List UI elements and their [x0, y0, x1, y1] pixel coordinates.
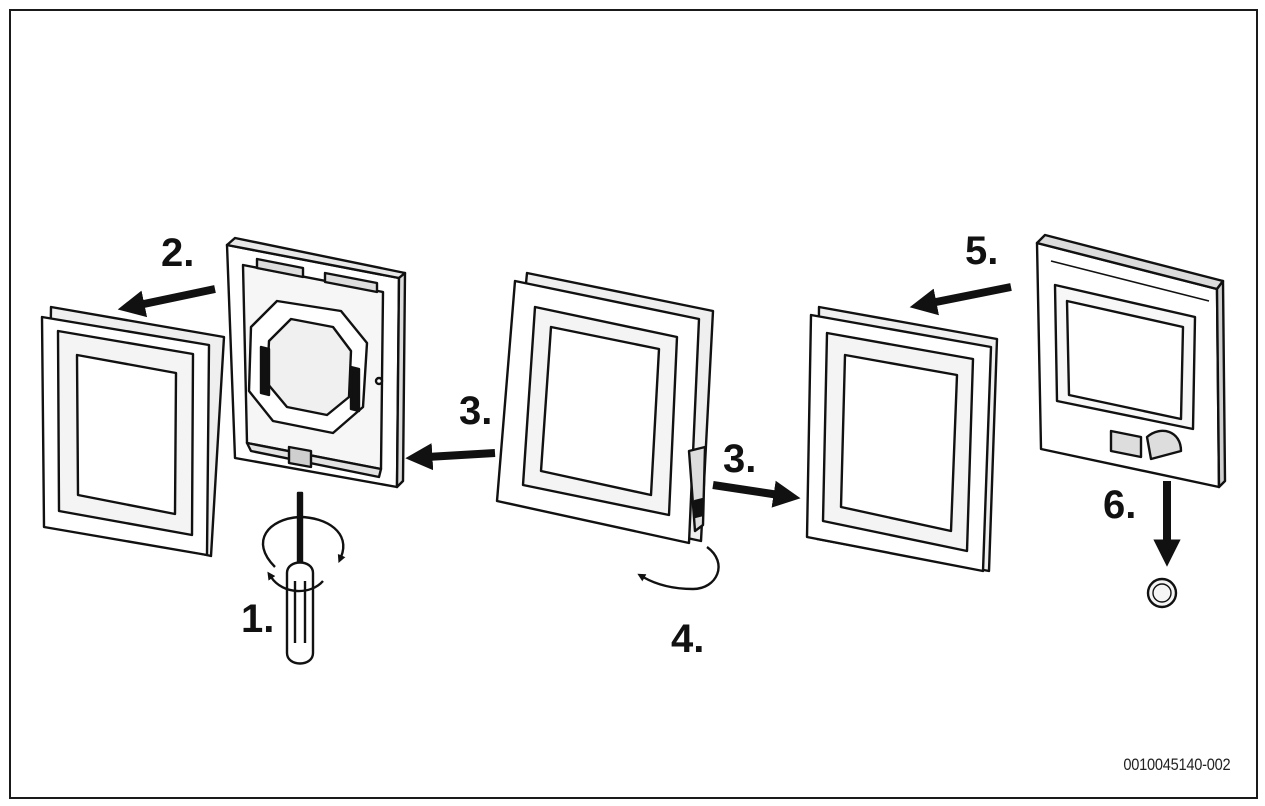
- wall-bracket: [225, 236, 407, 489]
- figure-code: 0010045140-002: [1123, 755, 1230, 774]
- step-label-3-left: 3.: [459, 389, 493, 433]
- rotate-arrow-step4-icon: [637, 546, 720, 591]
- thermostat-unit: [495, 271, 715, 545]
- battery-icon: [1146, 577, 1178, 609]
- step-label-6: 6.: [1103, 483, 1137, 527]
- electronics-module: [1035, 233, 1227, 489]
- arrow-step3-right: [712, 480, 801, 508]
- front-cover-right: [805, 305, 999, 573]
- step-label-4: 4.: [671, 617, 705, 661]
- front-cover-left: [40, 305, 226, 558]
- rotate-arrow-lower-icon: [267, 571, 324, 593]
- rotate-arrow-icon: [261, 515, 346, 568]
- step-label-2: 2.: [161, 231, 195, 275]
- diagram-frame: 1. 2. 3. 3. 4. 5. 6. 0010045140-002: [9, 9, 1258, 799]
- arrow-step3-left: [405, 443, 496, 471]
- arrow-step2: [117, 285, 216, 318]
- step-label-3-right: 3.: [723, 437, 757, 481]
- step-label-1: 1.: [241, 597, 275, 641]
- step-label-5: 5.: [965, 229, 999, 273]
- arrow-step5: [909, 283, 1012, 316]
- assembly-diagram: [40, 233, 1227, 665]
